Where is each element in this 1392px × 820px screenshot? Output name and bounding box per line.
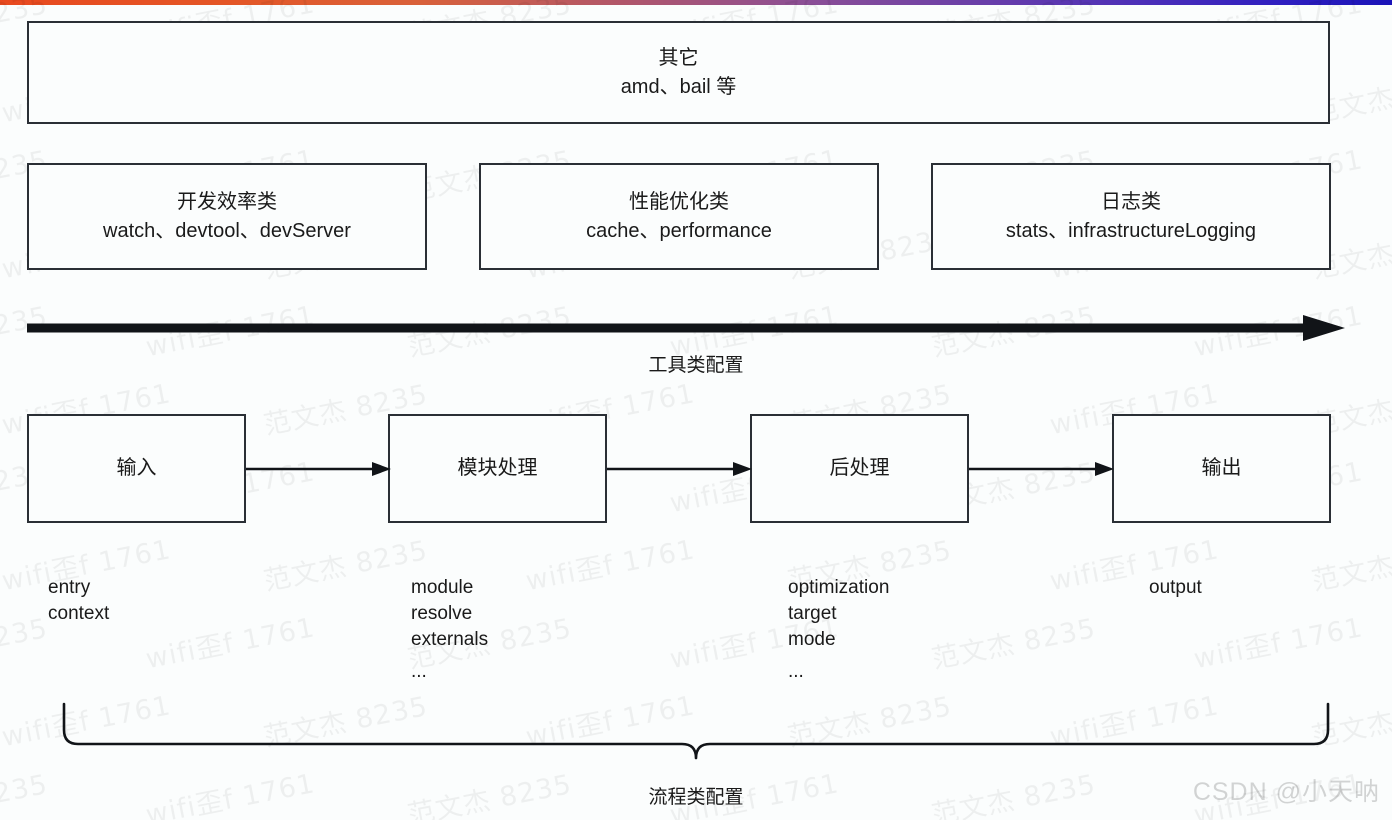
flow-option-more: ...	[411, 661, 427, 682]
top-gradient-strip	[0, 0, 1392, 5]
flow-connector-arrow-icon-2	[607, 462, 752, 476]
watermark-text: wifi歪f 1761	[143, 612, 318, 676]
category-box-logging: 日志类 stats、infrastructureLogging	[931, 163, 1331, 270]
flow-option-item: mode	[788, 629, 836, 650]
flow-option-item: output	[1149, 577, 1202, 598]
tooling-arrow-label: 工具类配置	[648, 355, 744, 376]
flow-option-item: entry	[48, 577, 91, 598]
flow-stage-post-processing-title: 后处理	[829, 457, 890, 479]
watermark-text: wifi歪f 1761	[523, 534, 698, 598]
flow-stage-input: 输入	[27, 414, 246, 523]
flow-option-item: module	[411, 577, 474, 598]
category-box-performance-title: 性能优化类	[629, 190, 729, 213]
flow-stage-module-processing-title: 模块处理	[457, 457, 538, 479]
flow-options-module-processing: module resolve externals ...	[411, 575, 488, 685]
watermark-text: 范文杰 8235	[929, 613, 1099, 676]
tooling-arrow-icon	[27, 315, 1345, 341]
category-box-dev-efficiency-items: watch、devtool、devServer	[103, 219, 351, 242]
watermark-text: wifi歪f 1761	[1191, 612, 1366, 676]
csdn-credit-watermark: CSDN @小天呐	[1192, 778, 1380, 806]
flow-options-input: entry context	[48, 575, 109, 627]
flow-stage-input-title: 输入	[116, 457, 157, 479]
flow-options-post-processing: optimization target mode ...	[788, 575, 889, 685]
flow-stage-post-processing: 后处理	[750, 414, 969, 523]
category-box-dev-efficiency-title: 开发效率类	[177, 190, 277, 213]
flow-option-item: context	[48, 603, 110, 624]
flow-option-more: ...	[788, 661, 804, 682]
category-box-other-title: 其它	[658, 46, 699, 69]
flow-connector-arrow-icon-1	[246, 462, 391, 476]
flow-brace-label: 流程类配置	[648, 787, 744, 808]
category-box-performance-items: cache、performance	[586, 219, 772, 242]
flow-stage-output: 输出	[1112, 414, 1331, 523]
flow-stage-output-title: 输出	[1201, 457, 1242, 479]
flow-option-item: target	[788, 603, 837, 624]
flow-options-output: output	[1149, 575, 1202, 601]
flow-connector-arrow-icon-3	[969, 462, 1114, 476]
category-box-dev-efficiency: 开发效率类 watch、devtool、devServer	[27, 163, 427, 270]
category-box-other: 其它 amd、bail 等	[27, 21, 1330, 124]
flow-stage-module-processing: 模块处理	[388, 414, 607, 523]
category-box-logging-items: stats、infrastructureLogging	[1005, 219, 1257, 242]
watermark-text: 范文杰 8235	[1309, 535, 1392, 598]
category-box-logging-title: 日志类	[1101, 190, 1161, 213]
flow-brace-icon	[62, 702, 1330, 760]
flow-option-item: externals	[411, 629, 489, 650]
flow-option-item: optimization	[788, 577, 890, 598]
flow-option-item: resolve	[411, 603, 473, 624]
watermark-text: 范文杰 8235	[0, 613, 51, 675]
watermark-text: 范文杰 8235	[261, 535, 431, 598]
category-box-other-items: amd、bail 等	[620, 75, 737, 98]
category-box-performance: 性能优化类 cache、performance	[479, 163, 879, 270]
